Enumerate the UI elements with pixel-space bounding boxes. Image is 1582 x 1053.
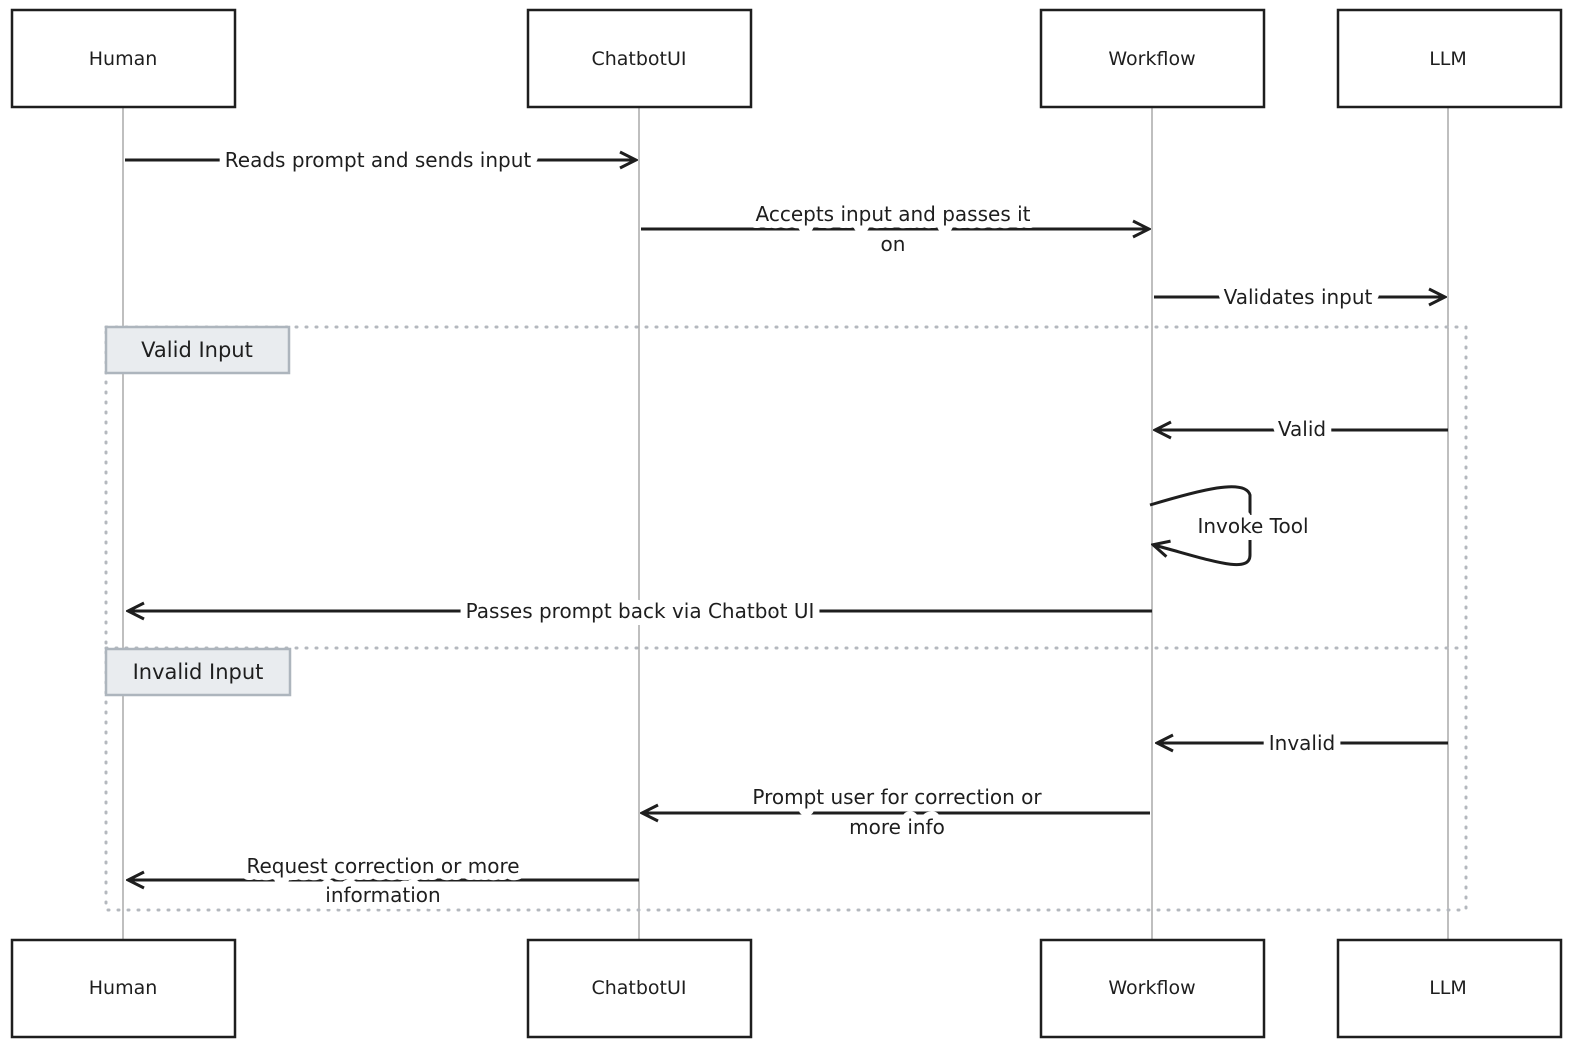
message-3: Validates input: [1154, 278, 1444, 316]
message-label: more info: [849, 815, 945, 839]
message-label: on: [881, 232, 906, 256]
message-label: Invalid: [1269, 731, 1335, 755]
alt-label-valid-input: Valid Input: [104, 325, 291, 375]
message-2: Accepts input and passes it on: [641, 195, 1148, 263]
actor-llm-top: LLM: [1336, 8, 1563, 109]
message-1: Reads prompt and sends input: [125, 141, 635, 179]
message-label: Accepts input and passes it: [756, 202, 1031, 226]
message-label: Passes prompt back via Chatbot UI: [466, 599, 815, 623]
message-8: Prompt user for correction or more info: [643, 778, 1150, 846]
actor-workflow-top: Workflow: [1039, 8, 1266, 109]
message-6: Passes prompt back via Chatbot UI: [129, 592, 1152, 630]
actor-chatbotui-bottom: ChatbotUI: [526, 938, 753, 1039]
actor-label: LLM: [1429, 48, 1467, 70]
message-label: information: [325, 883, 440, 907]
actor-human-top: Human: [10, 8, 237, 109]
actor-human-bottom: Human: [10, 938, 237, 1039]
actor-label: ChatbotUI: [591, 48, 686, 70]
alt-label-text: Invalid Input: [133, 660, 264, 684]
alt-label-text: Valid Input: [141, 338, 253, 362]
actor-label: Workflow: [1108, 977, 1195, 999]
actor-workflow-bottom: Workflow: [1039, 938, 1266, 1039]
actor-label: Human: [89, 48, 158, 70]
message-label: Invoke Tool: [1197, 514, 1308, 538]
message-label: Prompt user for correction or: [752, 785, 1042, 809]
actor-chatbotui-top: ChatbotUI: [526, 8, 753, 109]
alt-label-invalid-input: Invalid Input: [104, 647, 292, 697]
actor-label: LLM: [1429, 977, 1467, 999]
actor-label: Workflow: [1108, 48, 1195, 70]
alt-frame: [104, 325, 1468, 912]
actor-llm-bottom: LLM: [1336, 938, 1563, 1039]
actor-label: Human: [89, 977, 158, 999]
actor-label: ChatbotUI: [591, 977, 686, 999]
message-4: Valid: [1156, 410, 1448, 448]
message-label: Reads prompt and sends input: [225, 148, 532, 172]
message-7: Invalid: [1158, 724, 1448, 762]
message-label: Valid: [1278, 417, 1326, 441]
message-label: Request correction or more: [246, 854, 519, 878]
message-label: Validates input: [1224, 285, 1373, 309]
message-9: Request correction or more information: [129, 847, 639, 914]
message-5-self: Invoke Tool: [1149, 485, 1316, 567]
